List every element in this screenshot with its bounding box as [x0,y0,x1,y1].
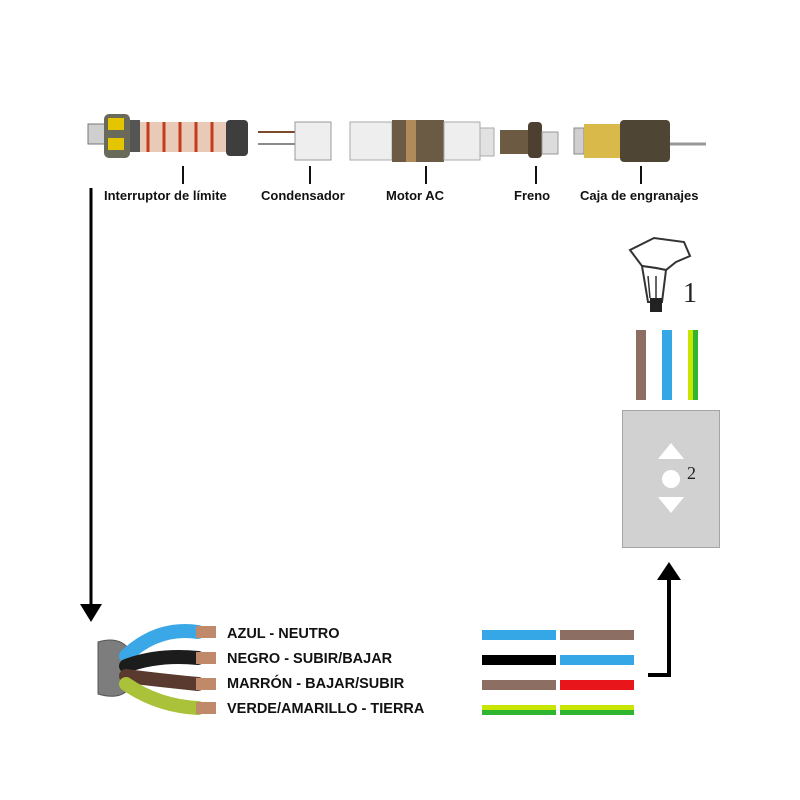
stripe-right-red [560,680,634,690]
limit-switch-tick [182,166,184,184]
switch-number: 2 [687,463,696,483]
motor-assembly [87,114,706,162]
wire-label-earth: VERDE/AMARILLO - TIERRA [227,701,425,717]
brake-tick [535,166,537,184]
brake-part [500,122,559,158]
gearbox-tick [640,166,642,184]
wire-label-blue: AZUL - NEUTRO [227,626,340,642]
up-arrow-icon [658,443,684,459]
wire-label-black: NEGRO - SUBIR/BAJAR [227,651,393,667]
stripe-right-brown [560,630,634,640]
down-triangle-icon [658,497,684,513]
switch-wire-earth [688,330,698,400]
limit-switch-label: Interruptor de límite [104,188,227,203]
stripe-left-earth [482,705,556,715]
cable-illustration [97,624,216,715]
capacitor-tick [309,166,311,184]
gearbox-part [573,120,706,162]
down-arrow-icon [80,188,102,622]
stop-circle-icon [662,470,680,488]
up-arrow-connector-icon [648,562,681,677]
limit-switch-part [87,114,248,158]
motor-tick [425,166,427,184]
gearbox-label: Caja de engranajes [580,188,699,203]
capacitor-part [258,121,332,161]
stripe-left-brown [482,680,556,690]
stripe-right-blue [560,655,634,665]
wire-label-brown: MARRÓN - BAJAR/SUBIR [227,676,405,692]
stripe-left-black [482,655,556,665]
plug-illustration [628,236,692,312]
switch-wire-blue [662,330,672,400]
switch-wire-brown [636,330,646,400]
brake-label: Freno [514,188,551,203]
plug-number: 1 [683,278,697,309]
motor-part [349,120,495,162]
motor-label: Motor AC [386,188,445,203]
capacitor-label: Condensador [261,188,345,203]
stripe-right-earth [560,705,634,715]
stripe-left-blue [482,630,556,640]
wall-switch: 2 [622,410,720,548]
